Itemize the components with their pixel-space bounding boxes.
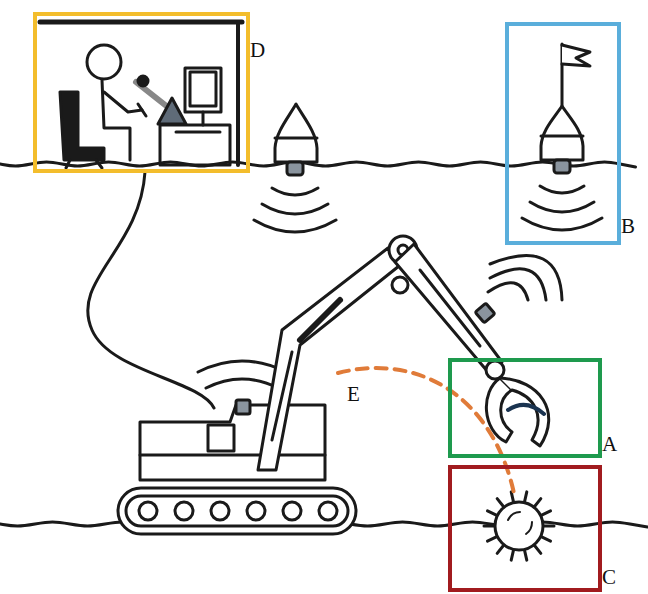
buoy	[254, 104, 336, 232]
excavator	[272, 352, 292, 440]
flag-buoy	[562, 45, 590, 66]
excavator	[118, 488, 356, 534]
callout-letter: B	[621, 216, 635, 237]
operator-station	[40, 20, 242, 25]
highlight-box: A	[448, 358, 602, 458]
excavator	[486, 361, 504, 379]
buoy	[272, 188, 318, 195]
operator-station	[87, 45, 121, 79]
flag-buoy	[522, 44, 602, 230]
sea-mine	[487, 536, 497, 541]
highlight-box: D	[33, 12, 250, 173]
callout-letter: E	[346, 384, 361, 405]
excavator	[319, 502, 337, 520]
excavator	[198, 361, 286, 372]
sea-mine	[511, 492, 513, 503]
sea-mine	[534, 545, 541, 554]
sea-mine	[511, 549, 513, 560]
buoy	[275, 137, 317, 140]
sea-mine	[497, 545, 504, 554]
sea-mine	[508, 512, 520, 520]
buoy	[254, 220, 336, 232]
excavator	[488, 283, 528, 300]
excavator	[140, 405, 325, 480]
excavator	[118, 236, 562, 534]
buoy	[262, 204, 328, 214]
sea-mine	[484, 492, 554, 560]
excavator	[206, 379, 278, 388]
sea-mine	[534, 499, 541, 508]
excavator	[211, 502, 229, 520]
operator-station	[236, 22, 240, 165]
operator-station	[96, 160, 102, 168]
operator-station	[158, 98, 186, 124]
operator-station	[202, 112, 205, 125]
sea-mine	[541, 511, 551, 516]
callout-letter: A	[602, 434, 617, 455]
buoy	[275, 104, 317, 162]
highlight-box: B	[505, 22, 621, 245]
excavator	[490, 255, 562, 300]
flag-buoy	[554, 160, 570, 173]
excavator	[140, 454, 325, 457]
flag-buoy	[540, 186, 584, 193]
operator-station	[138, 104, 146, 116]
excavator	[139, 502, 337, 520]
sea-mine	[524, 492, 526, 503]
operator-station	[190, 72, 216, 106]
callout-letter: D	[250, 40, 265, 61]
operator-station	[185, 68, 221, 112]
flag-buoy	[541, 106, 583, 160]
excavator	[175, 502, 193, 520]
excavator	[392, 277, 408, 293]
excavator	[395, 244, 502, 372]
excavator	[283, 502, 301, 520]
sea-mine	[487, 511, 497, 516]
excavator	[126, 496, 348, 526]
flag-buoy	[522, 218, 602, 230]
sea-mine	[543, 525, 554, 528]
sea-mine	[526, 522, 532, 534]
operator-station	[160, 125, 230, 165]
excavator	[139, 502, 157, 520]
excavator	[236, 400, 250, 414]
excavator	[208, 425, 234, 451]
callout-letter: C	[602, 567, 616, 588]
sea-mine	[541, 536, 551, 541]
flag-buoy	[541, 135, 583, 138]
flag-buoy	[530, 202, 594, 212]
operator-station	[60, 92, 104, 160]
operator-station	[40, 22, 242, 168]
sea-mine	[484, 525, 495, 528]
excavator	[508, 405, 544, 414]
trajectory-path	[338, 368, 515, 498]
excavator	[258, 248, 404, 470]
excavator	[300, 300, 340, 340]
buoy	[287, 162, 303, 175]
operator-station	[138, 76, 148, 86]
operator-station	[176, 131, 220, 134]
excavator	[247, 502, 265, 520]
excavator	[490, 269, 546, 300]
tether-cable	[88, 172, 214, 408]
operator-station	[104, 92, 142, 112]
excavator	[475, 303, 495, 323]
excavator	[500, 378, 549, 446]
sea-mine	[495, 502, 543, 550]
sea-mine	[497, 499, 504, 508]
sea-mine	[524, 549, 526, 560]
operator-station	[66, 160, 70, 168]
highlight-box: C	[448, 465, 602, 592]
excavator	[420, 270, 480, 346]
